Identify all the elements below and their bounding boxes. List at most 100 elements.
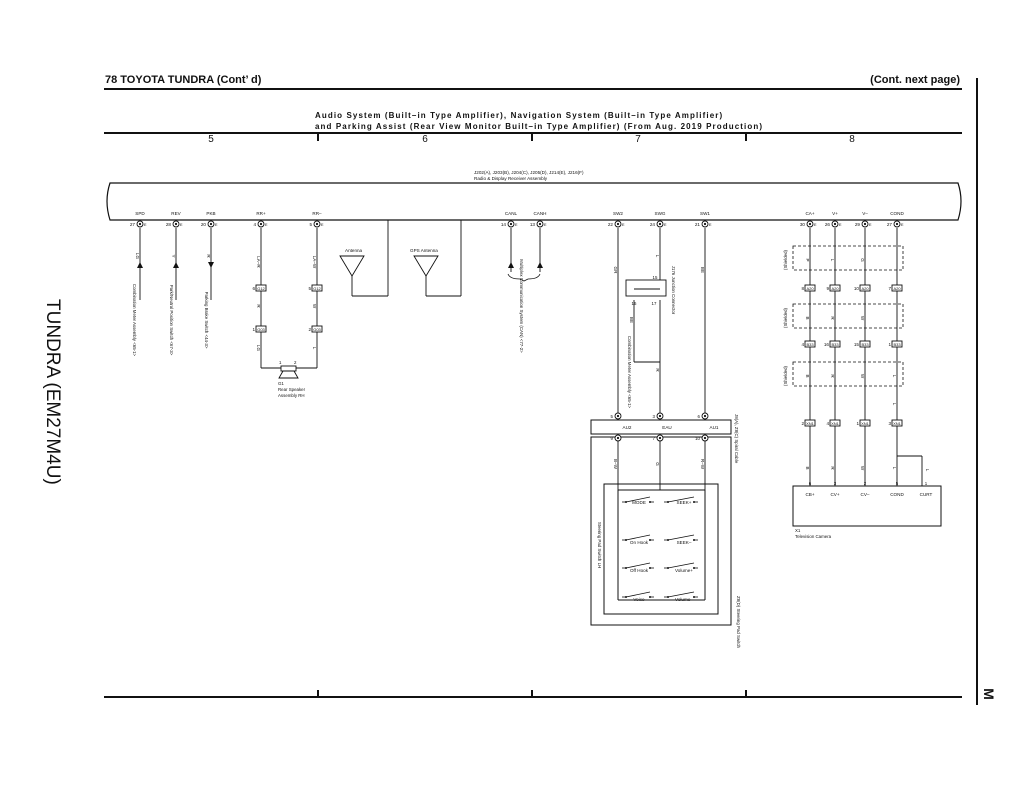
camera-pin-0: 6 xyxy=(809,481,812,486)
camera-pin-label-3: COND xyxy=(890,492,904,497)
shielded-groups xyxy=(792,245,904,387)
switch-left-1: On Hook xyxy=(630,540,649,545)
spiral-bottom-circle-0-dot xyxy=(616,436,620,440)
wire-cam_d-2: W xyxy=(860,466,865,471)
camera-connector-row3-1 xyxy=(829,419,841,427)
wire-cam_b-1: R xyxy=(830,316,835,320)
camera-id: X1 xyxy=(795,528,801,533)
camera-connector-row3-0-num: 2 xyxy=(801,421,804,426)
connector-rr-plus-2 xyxy=(255,325,267,333)
spiral-bottom-circle-1-dot xyxy=(658,436,662,440)
pin-label-1: REV xyxy=(171,211,181,216)
wire-sw-lower-right: R–W xyxy=(700,459,705,470)
camera-pin-1: 3 xyxy=(834,481,837,486)
switch-left-3: Voice xyxy=(633,597,645,602)
wire-cam_d-3: L xyxy=(892,467,897,470)
camera-pin-4: 1 xyxy=(925,481,928,486)
pin-connector-12: E xyxy=(869,223,872,227)
camera-connector-row2-1-id: B33 xyxy=(831,342,839,347)
spiral-top-pin-0: 5 xyxy=(611,414,614,419)
connector-rr-plus-1-num: 6 xyxy=(252,286,255,291)
wire-rr-plus-top: LA–R xyxy=(256,256,261,268)
pin-7-dot xyxy=(616,222,620,226)
wire-cond-mid: L xyxy=(892,403,897,406)
wire-cam_a-2: G xyxy=(860,258,865,262)
pin-label-13: COND xyxy=(890,211,904,216)
wire-cam_c-3: L xyxy=(892,375,897,378)
signal-arrows xyxy=(137,262,543,268)
connector-rr-minus-1 xyxy=(311,284,323,292)
pin-number-13: 27 xyxy=(887,222,893,227)
spiral-bottom-pin-2: 10 xyxy=(695,436,700,441)
spiral-bottom-pin-0: 9 xyxy=(611,436,614,441)
camera-pin-3: 5 xyxy=(896,481,899,486)
connector-rr-minus-2-num: 2 xyxy=(308,327,311,332)
camera-connector-row3-3-num: 3 xyxy=(888,421,891,426)
connector-rr-minus-2 xyxy=(311,325,323,333)
switch-right-0: SEEK+ xyxy=(677,500,692,505)
pin-8-dot xyxy=(658,222,662,226)
column-number-7: 7 xyxy=(635,134,641,145)
connector-rr-plus-2-num: 1 xyxy=(252,327,255,332)
camera-pin-label-4: CURT xyxy=(920,492,933,497)
camera-connector-row1-0 xyxy=(804,284,816,292)
wire-sw-lower-mid: G xyxy=(655,462,660,466)
pin-connector-8: E xyxy=(664,223,667,227)
can-system-label: Multiplex Communication System (CAN) <77… xyxy=(519,259,524,353)
switch-contact xyxy=(625,562,651,569)
pin-number-9: 21 xyxy=(695,222,701,227)
park-neutral-switch-label: Park/Neutral Position Switch <67-3> xyxy=(169,285,174,356)
spiral-bottom-circle-2-dot xyxy=(703,436,707,440)
pin-0-dot xyxy=(138,222,142,226)
wire-swg: L xyxy=(655,255,660,258)
junction-pin-17: 17 xyxy=(652,301,657,306)
pin-label-10: CA+ xyxy=(805,211,814,216)
spiral-label-1: EAU xyxy=(662,425,671,430)
camera-connector-row2-0-num: 4 xyxy=(801,342,804,347)
steering-pad-switch-lh-label: Steering Pad Switch LH xyxy=(597,522,602,568)
pin-5-dot xyxy=(509,222,513,226)
pin-number-0: 27 xyxy=(130,222,136,227)
wire-pkb: R xyxy=(206,254,211,258)
pin-6-dot xyxy=(538,222,542,226)
pin-1-dot xyxy=(174,222,178,226)
wire-rr-plus-mid: R xyxy=(256,304,261,308)
receiver-name: Radio & Display Receiver Assembly xyxy=(474,176,548,181)
pin-label-11: V+ xyxy=(832,211,838,216)
pin-number-8: 24 xyxy=(650,222,656,227)
pin-label-7: SW2 xyxy=(613,211,623,216)
camera-connector-row3-3-id: XN1 xyxy=(893,421,902,426)
pin-connector-2: E xyxy=(215,223,218,227)
spiral-bottom-pin-1: 7 xyxy=(653,436,656,441)
camera-pin-label-2: CV– xyxy=(861,492,870,497)
pin-connector-4: E xyxy=(321,223,324,227)
connector-rr-minus-1-id: G12 xyxy=(313,286,321,291)
camera-connector-row2-0-id: B33 xyxy=(806,342,814,347)
camera-connector-row1-1 xyxy=(829,284,841,292)
camera-name: Television Camera xyxy=(795,534,832,539)
wire-cam_d-1: R xyxy=(830,466,835,470)
camera-connector-row1-3-id: A20 xyxy=(893,286,901,291)
camera-connector-row3-1-num: 4 xyxy=(826,421,829,426)
pin-number-4: 5 xyxy=(309,222,312,227)
spiral-label-0: AU2 xyxy=(623,425,632,430)
camera-connector-row3-2-id: XN1 xyxy=(861,421,870,426)
shielded-label: (Shielded) xyxy=(783,365,788,386)
pin-number-6: 13 xyxy=(530,222,536,227)
combination-meter-label: Combination Meter Assembly <65-1> xyxy=(132,284,137,357)
camera-connector-row1-2-num: 10 xyxy=(854,286,860,291)
wire-cam_d-0: B xyxy=(805,466,810,469)
pin-12-dot xyxy=(863,222,867,226)
pin-label-4: RR– xyxy=(312,211,322,216)
pin-number-11: 26 xyxy=(825,222,831,227)
switch-left-0: MODE xyxy=(632,500,646,505)
wire-cam_c-0: B xyxy=(805,374,810,377)
pin-label-3: RR+ xyxy=(256,211,266,216)
camera-connector-row1-1-num: 9 xyxy=(826,286,829,291)
connector-rr-plus-1 xyxy=(255,284,267,292)
wires xyxy=(139,220,923,490)
pin-11-dot xyxy=(833,222,837,226)
camera-connector-row1-2 xyxy=(859,284,871,292)
camera-connector-row3-3 xyxy=(891,419,903,427)
